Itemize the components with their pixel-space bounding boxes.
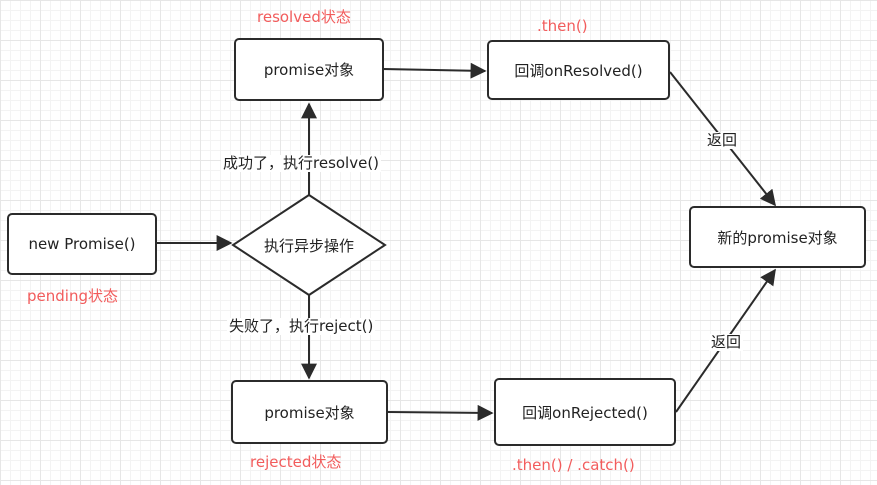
new-promise-node[interactable]: new Promise(): [7, 213, 157, 275]
success-edge-label: 成功了，执行resolve(): [221, 154, 382, 172]
async-op-label: 执行异步操作: [263, 236, 354, 255]
rejected-promise-node[interactable]: promise对象: [231, 380, 388, 444]
on-resolved-node[interactable]: 回调onResolved(): [487, 40, 670, 100]
new-promise-object-node[interactable]: 新的promise对象: [689, 206, 866, 268]
rejected-state-label: rejected状态: [250, 453, 342, 471]
resolved-state-label: resolved状态: [257, 8, 351, 26]
then-catch-label: .then() / .catch(): [512, 456, 635, 474]
arrow-resolved-to-callback: [383, 62, 487, 79]
arrow-rejected-to-callback: [387, 404, 494, 421]
then-label: .then(): [537, 17, 588, 35]
return-bottom-label: 返回: [709, 333, 744, 351]
resolved-promise-node[interactable]: promise对象: [234, 38, 384, 101]
on-rejected-node[interactable]: 回调onRejected(): [494, 378, 676, 446]
pending-state-label: pending状态: [27, 287, 118, 305]
return-top-label: 返回: [705, 131, 740, 149]
failure-edge-label: 失败了，执行reject(): [227, 317, 376, 335]
